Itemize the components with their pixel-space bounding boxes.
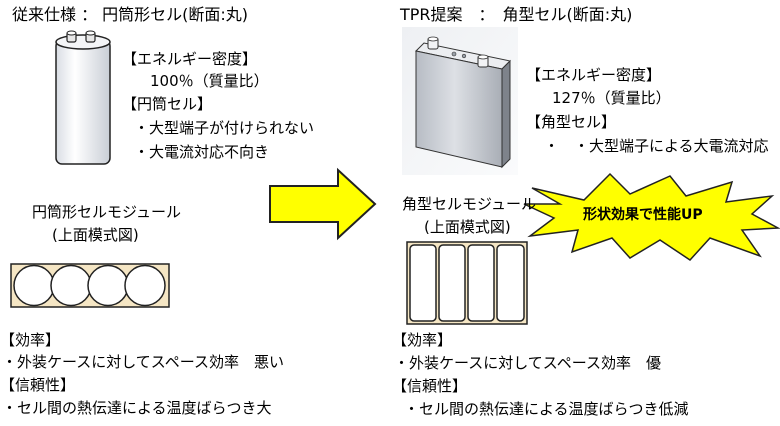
cell-rect [409, 244, 437, 322]
right-module-subtitle: (上面模式図) [424, 218, 511, 236]
cell-circle [87, 264, 129, 307]
left-cell-heading: 【円筒セル】 [122, 95, 213, 113]
left-module-subtitle: (上面模式図) [52, 226, 139, 244]
right-energy-heading: 【エネルギー密度】 [526, 66, 662, 84]
performance-burst [523, 172, 780, 261]
cell-rect [496, 244, 525, 322]
right-cell-heading: 【角型セル】 [526, 113, 617, 131]
right-arrow-icon [269, 167, 377, 241]
right-reliability-text: ・セル間の熱伝達による温度ばらつき低減 [404, 400, 689, 418]
left-title: 従来仕様 ： 円筒形セル(断面:丸) [12, 5, 249, 24]
cylindrical-module-diagram [10, 263, 170, 308]
left-reliability-text: ・セル間の熱伝達による温度ばらつき大 [2, 399, 272, 417]
right-energy-value: 127％（質量比） [552, 89, 671, 107]
right-efficiency-heading: 【効率】 [392, 331, 453, 349]
right-reliability-heading: 【信頼性】 [392, 377, 468, 395]
left-energy-value: 100％（質量比） [150, 72, 269, 90]
left-energy-heading: 【エネルギー密度】 [122, 50, 258, 68]
cell-rect [438, 244, 466, 322]
prismatic-module-diagram [406, 241, 528, 325]
left-reliability-heading: 【信頼性】 [0, 376, 76, 394]
right-title: TPR提案 ： 角型セル(断面:丸) [400, 5, 633, 24]
cell-circle [50, 264, 92, 307]
cell-circle [13, 264, 55, 307]
burst-label: 形状効果で性能UP [583, 207, 703, 223]
cell-circle [124, 264, 166, 307]
cylindrical-cell-icon [55, 30, 111, 165]
cell-rect [467, 244, 495, 322]
right-cell-point: ・ ・大型端子による大電流対応 [544, 137, 769, 155]
left-cell-point-2: ・大電流対応不向き [134, 143, 270, 161]
left-efficiency-heading: 【効率】 [0, 331, 61, 349]
right-efficiency-text: ・外装ケースに対してスペース効率 優 [394, 354, 662, 372]
left-efficiency-text: ・外装ケースに対してスペース効率 悪い [2, 353, 285, 371]
right-module-title: 角型セルモジュール [402, 195, 536, 213]
left-cell-point-1: ・大型端子が付けられない [134, 119, 315, 137]
prismatic-cell-icon [402, 27, 518, 175]
left-module-title: 円筒形セルモジュール [32, 203, 181, 221]
